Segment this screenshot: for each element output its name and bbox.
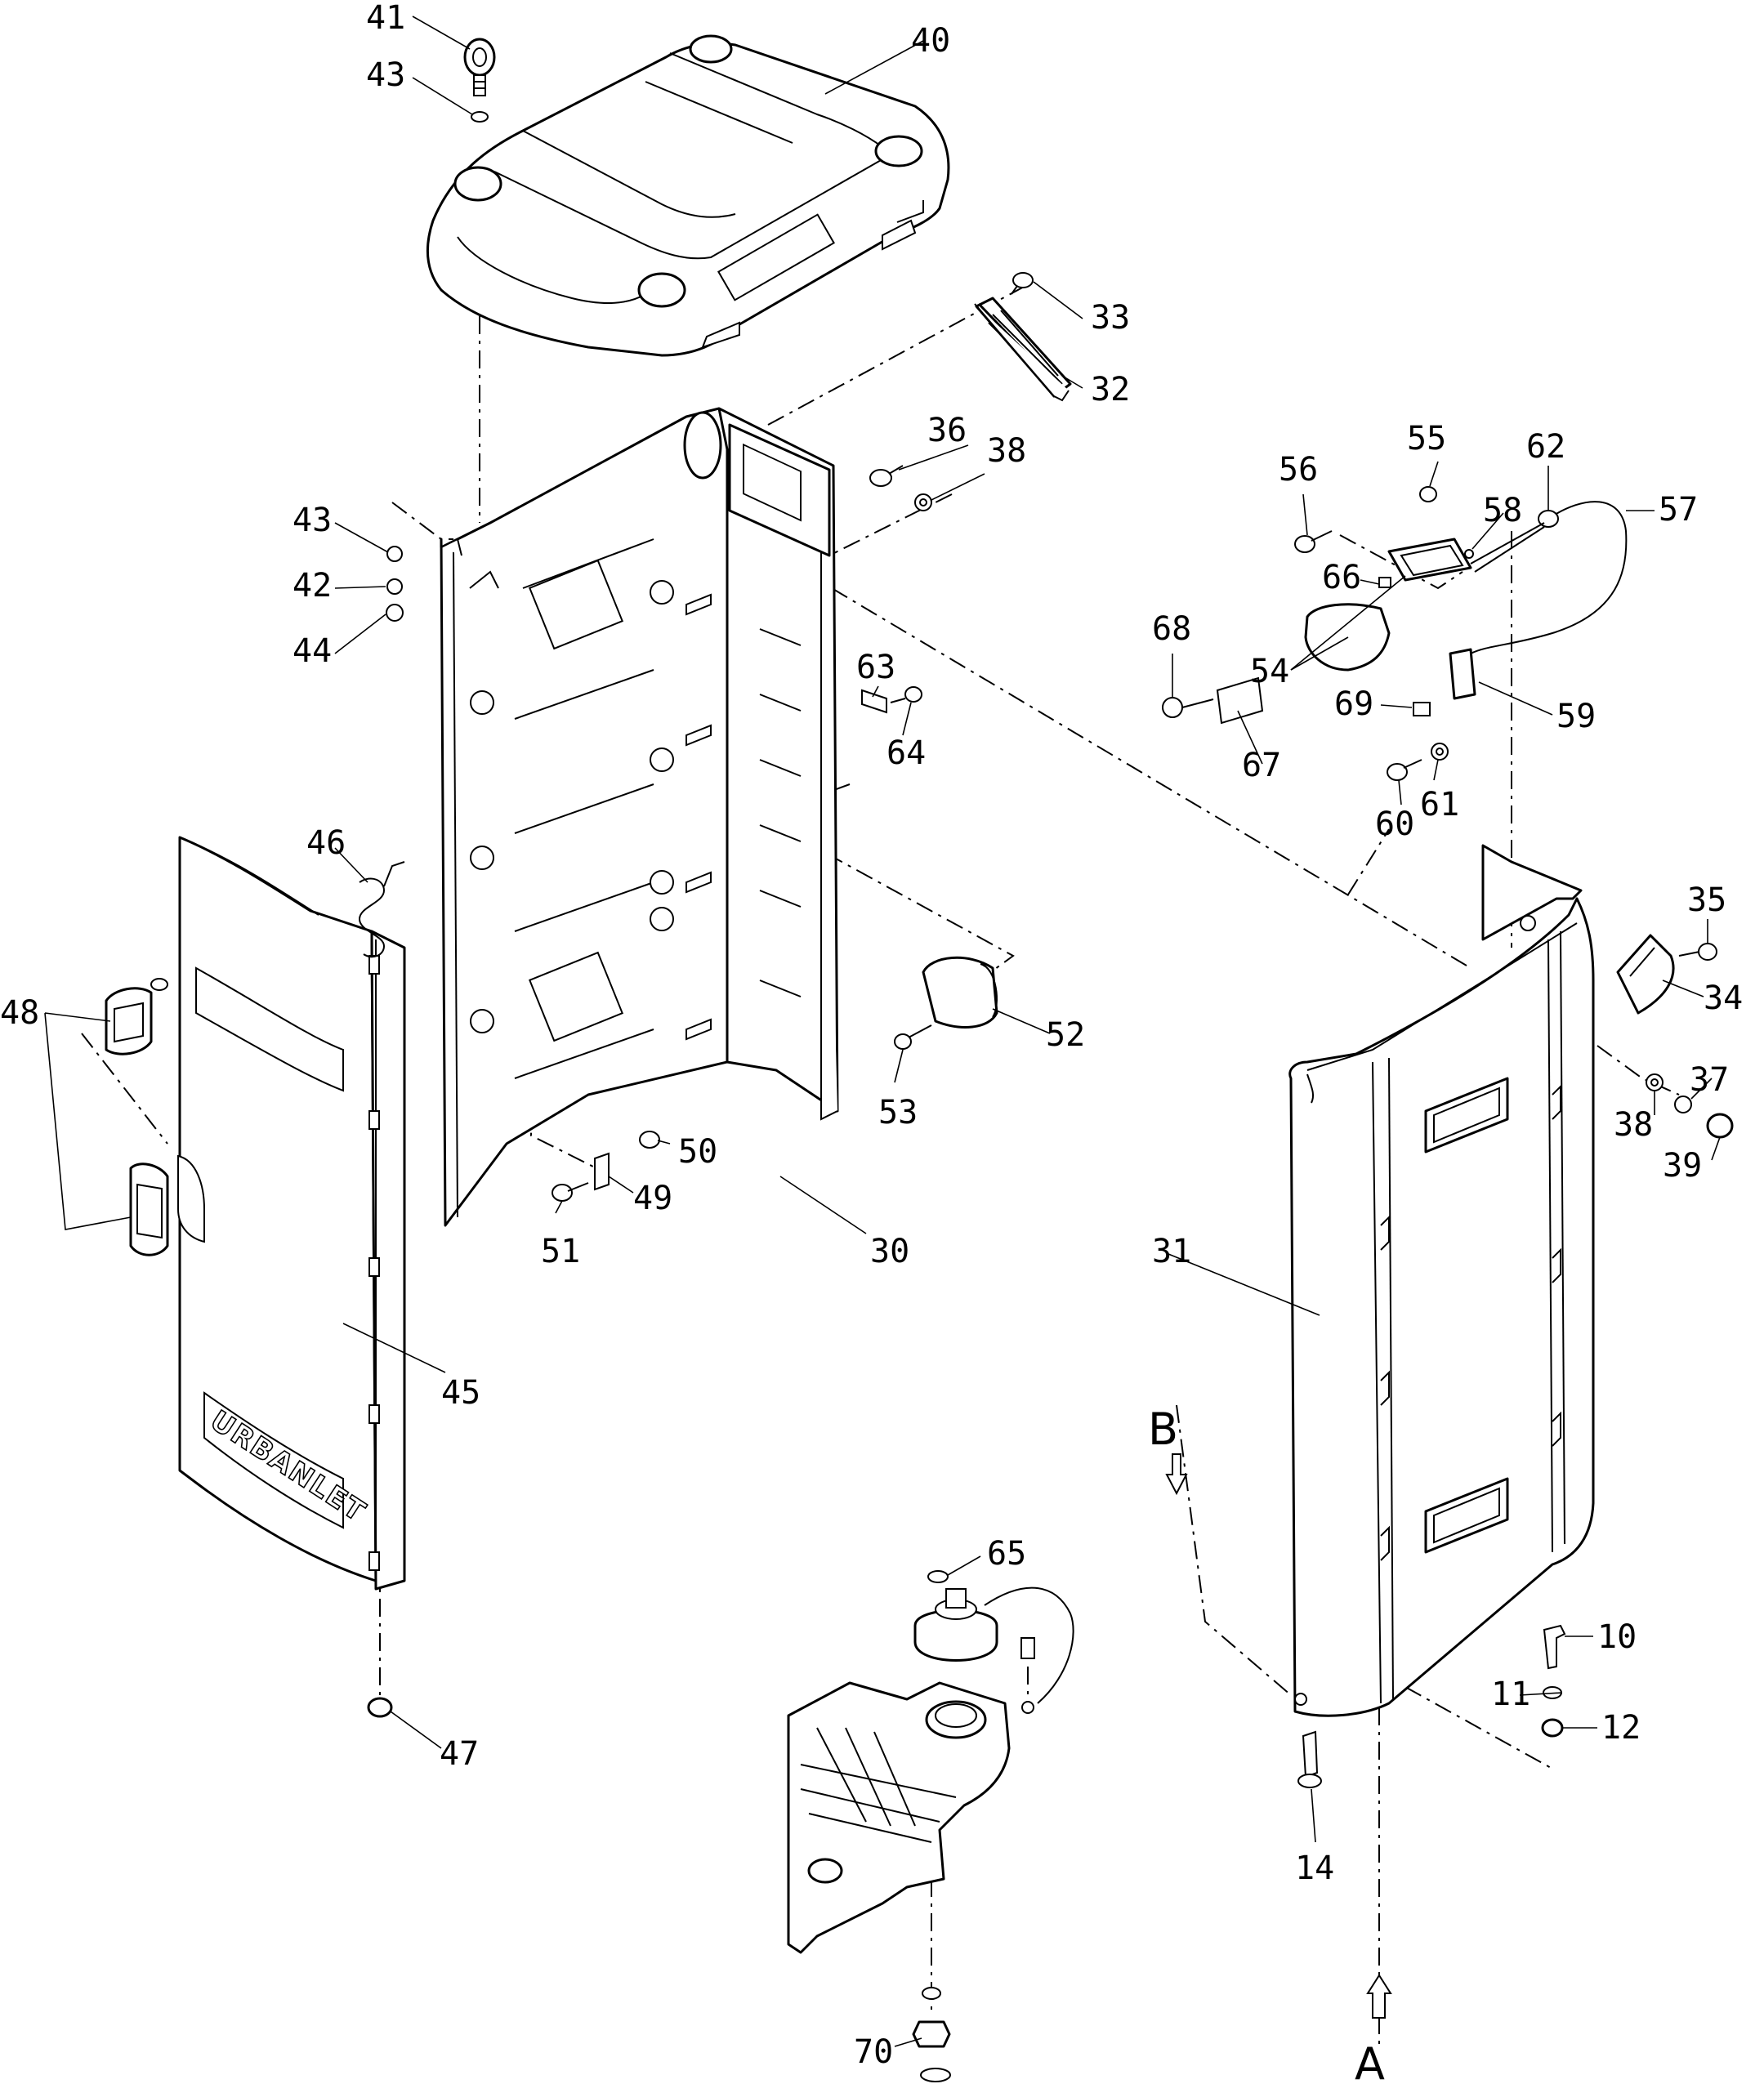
callout-label: 43 [366,56,405,94]
door-latch [105,978,169,1256]
callout-label: 33 [1091,299,1130,337]
callout-label: 37 [1690,1061,1729,1099]
nut-hinge [367,1697,393,1718]
callout-label: 35 [1687,881,1726,919]
rear-wall-panel [440,407,839,1227]
callout-label: 45 [441,1374,480,1412]
callout-label: 11 [1491,1676,1530,1713]
door-stop [894,956,998,1050]
callout-label: 38 [1614,1106,1653,1144]
hook [1616,934,1717,1015]
callout-label: 46 [306,824,346,862]
door: URBANLET [177,836,406,1591]
callout-label: 59 [1556,698,1596,735]
callout-label: 47 [440,1735,479,1773]
callout-label: 65 [987,1535,1026,1573]
spring [358,861,405,958]
callout-label: 48 [0,994,39,1032]
callout-label: 61 [1420,786,1459,823]
callout-label: 51 [541,1233,580,1270]
callout-label: 70 [854,2033,893,2071]
callout-label: 54 [1250,653,1289,690]
callout-label: 40 [911,22,950,60]
callout-label: 44 [293,632,332,670]
callout-label: 58 [1483,492,1522,529]
callout-label: 42 [293,567,332,605]
callout-label: 38 [987,432,1026,470]
vent-grille [974,297,1072,402]
callout-label: 57 [1659,491,1698,529]
view-marker-b: B [1148,1403,1178,1455]
callout-label: 68 [1152,610,1191,648]
callout-label: 49 [633,1180,672,1217]
callout-label: 66 [1322,559,1361,596]
callout-leaders [44,16,1721,2047]
front-wall-panel [1288,844,1595,1717]
base-hardware [1297,1624,1566,1788]
base-tank [787,1570,1074,2082]
panel-hardware [386,465,932,1202]
callout-label: 63 [856,649,895,686]
callout-label: 53 [878,1094,918,1131]
callout-label: 56 [1279,451,1318,489]
callout-label: 41 [366,0,405,37]
callout-label: 50 [678,1133,717,1171]
callout-label: 52 [1046,1016,1085,1054]
eye-bolt [463,38,496,96]
callout-label: 39 [1663,1147,1702,1185]
roof-cover [426,34,950,357]
callout-label: 36 [927,412,967,449]
callout-label: 34 [1704,980,1743,1017]
callout-label: 62 [1526,428,1565,466]
screw-vent [1011,272,1034,295]
callout-label: 69 [1334,685,1373,723]
callout-label: 32 [1091,371,1130,408]
callout-label: 31 [1152,1233,1191,1270]
callout-label: 55 [1407,420,1446,457]
callout-label: 10 [1597,1618,1637,1656]
light-assembly [1162,486,1628,781]
callout-label: 12 [1601,1709,1641,1747]
callout-label: 30 [870,1233,909,1270]
callout-label: 67 [1242,747,1281,784]
view-marker-a: A [1355,2038,1385,2084]
callout-label: 60 [1375,805,1414,843]
callout-label: 43 [293,502,332,539]
washer-top [471,111,489,123]
callout-label: 14 [1295,1850,1334,1887]
callout-label: 64 [886,734,926,772]
view-arrows: B A [1148,1403,1392,2084]
